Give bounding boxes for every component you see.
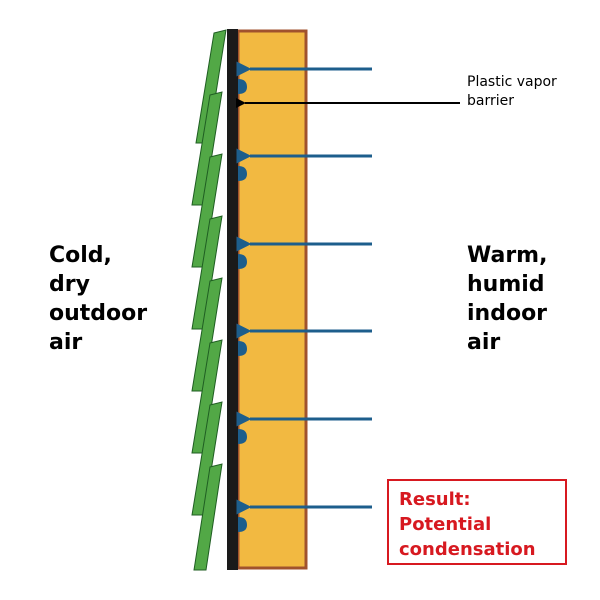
indoor-label-line: air <box>467 330 501 355</box>
vapor-barrier-label-line: Plastic vapor <box>467 74 557 90</box>
water-drop-icon <box>238 254 247 269</box>
water-drop-icon <box>238 429 247 444</box>
result-line: Result: <box>399 489 471 510</box>
outdoor-label-line: Cold, <box>49 243 112 268</box>
result-line: Potential <box>399 514 492 535</box>
outdoor-air-label: Cold, dry outdoor air <box>49 241 147 357</box>
vapor-barrier-label-line: barrier <box>467 93 514 109</box>
indoor-label-line: humid <box>467 272 545 297</box>
outdoor-label-line: dry <box>49 272 90 297</box>
siding-board-icon <box>193 463 223 571</box>
indoor-label-line: indoor <box>467 301 548 326</box>
vapor-barrier-label: Plastic vapor barrier <box>467 73 557 111</box>
exterior-siding <box>191 29 227 571</box>
moisture-flow <box>236 61 372 515</box>
water-drop-icon <box>238 79 247 94</box>
insulation-cavity <box>236 29 308 570</box>
condensation-drops <box>238 79 247 532</box>
outdoor-label-line: air <box>49 330 83 355</box>
vapor-barrier <box>227 29 238 570</box>
water-drop-icon <box>238 341 247 356</box>
outdoor-label-line: outdoor <box>49 301 148 326</box>
result-line: condensation <box>399 539 536 560</box>
indoor-label-line: Warm, <box>467 243 548 268</box>
indoor-air-label: Warm, humid indoor air <box>467 241 547 357</box>
water-drop-icon <box>238 166 247 181</box>
result-callout: Result: Potential condensation <box>387 479 567 565</box>
water-drop-icon <box>238 517 247 532</box>
